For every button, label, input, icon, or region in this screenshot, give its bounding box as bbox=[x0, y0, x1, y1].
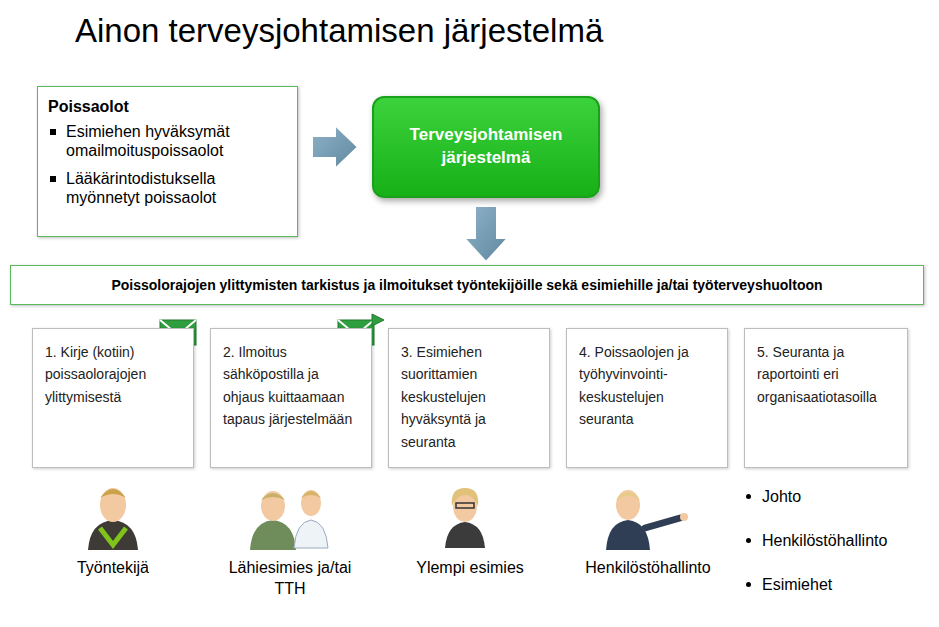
process-band: Poissolorajojen ylittymisten tarkistus j… bbox=[10, 265, 924, 305]
node-text: 3. Esimiehen suorittamien keskustelujen … bbox=[401, 341, 537, 453]
role-label: Henkilöstöhallinto bbox=[563, 558, 733, 579]
node-text: 2. Ilmoitus sähköpostilla ja ohjaus kuit… bbox=[223, 341, 359, 431]
block-arrow bbox=[312, 125, 358, 169]
node-text: 4. Poissaolojen ja työhyvinvointi- kesku… bbox=[579, 341, 715, 431]
role-label: Lähiesimies ja/tai TTH bbox=[228, 558, 352, 600]
system-box: Terveysjohtamisen järjestelmä bbox=[372, 96, 600, 198]
person-figure bbox=[250, 490, 328, 550]
node-text: 5. Seuranta ja raportointi eri organisaa… bbox=[757, 341, 895, 408]
bullet-item: Johto bbox=[742, 487, 939, 508]
bullet-item: Lääkärintodistuksella myönnetyt poissaol… bbox=[48, 169, 287, 207]
node-text: Poissolorajojen ylittymisten tarkistus j… bbox=[111, 277, 822, 293]
diagram-title: Ainon terveysjohtamisen järjestelmä bbox=[75, 12, 603, 50]
person-figure bbox=[606, 490, 688, 550]
block-arrow bbox=[464, 206, 508, 262]
bullet-item: Henkilöstöhallinto bbox=[742, 531, 939, 552]
input-box: PoissaolotEsimiehen hyväksymät omailmoit… bbox=[37, 86, 298, 237]
bullet-item: Esimiehen hyväksymät omailmoituspoissaol… bbox=[48, 122, 287, 160]
box-heading: Poissaolot bbox=[48, 97, 287, 116]
step-box: 3. Esimiehen suorittamien keskustelujen … bbox=[388, 328, 550, 468]
step-box: 1. Kirje (kotiin) poissaolorajojen ylitt… bbox=[32, 328, 194, 468]
role-label: Ylempi esimies bbox=[405, 558, 535, 579]
node-text: Terveysjohtamisen järjestelmä bbox=[382, 124, 590, 170]
bullet-item: Esimiehet bbox=[742, 575, 939, 596]
role-label: Työntekijä bbox=[58, 558, 168, 579]
step-box: 5. Seuranta ja raportointi eri organisaa… bbox=[744, 328, 908, 468]
node-text: 1. Kirje (kotiin) poissaolorajojen ylitt… bbox=[45, 341, 181, 408]
person-figure bbox=[445, 488, 485, 548]
step-box: 4. Poissaolojen ja työhyvinvointi- kesku… bbox=[566, 328, 728, 468]
person-figure bbox=[88, 488, 138, 550]
step-box: 2. Ilmoitus sähköpostilla ja ohjaus kuit… bbox=[210, 328, 372, 468]
